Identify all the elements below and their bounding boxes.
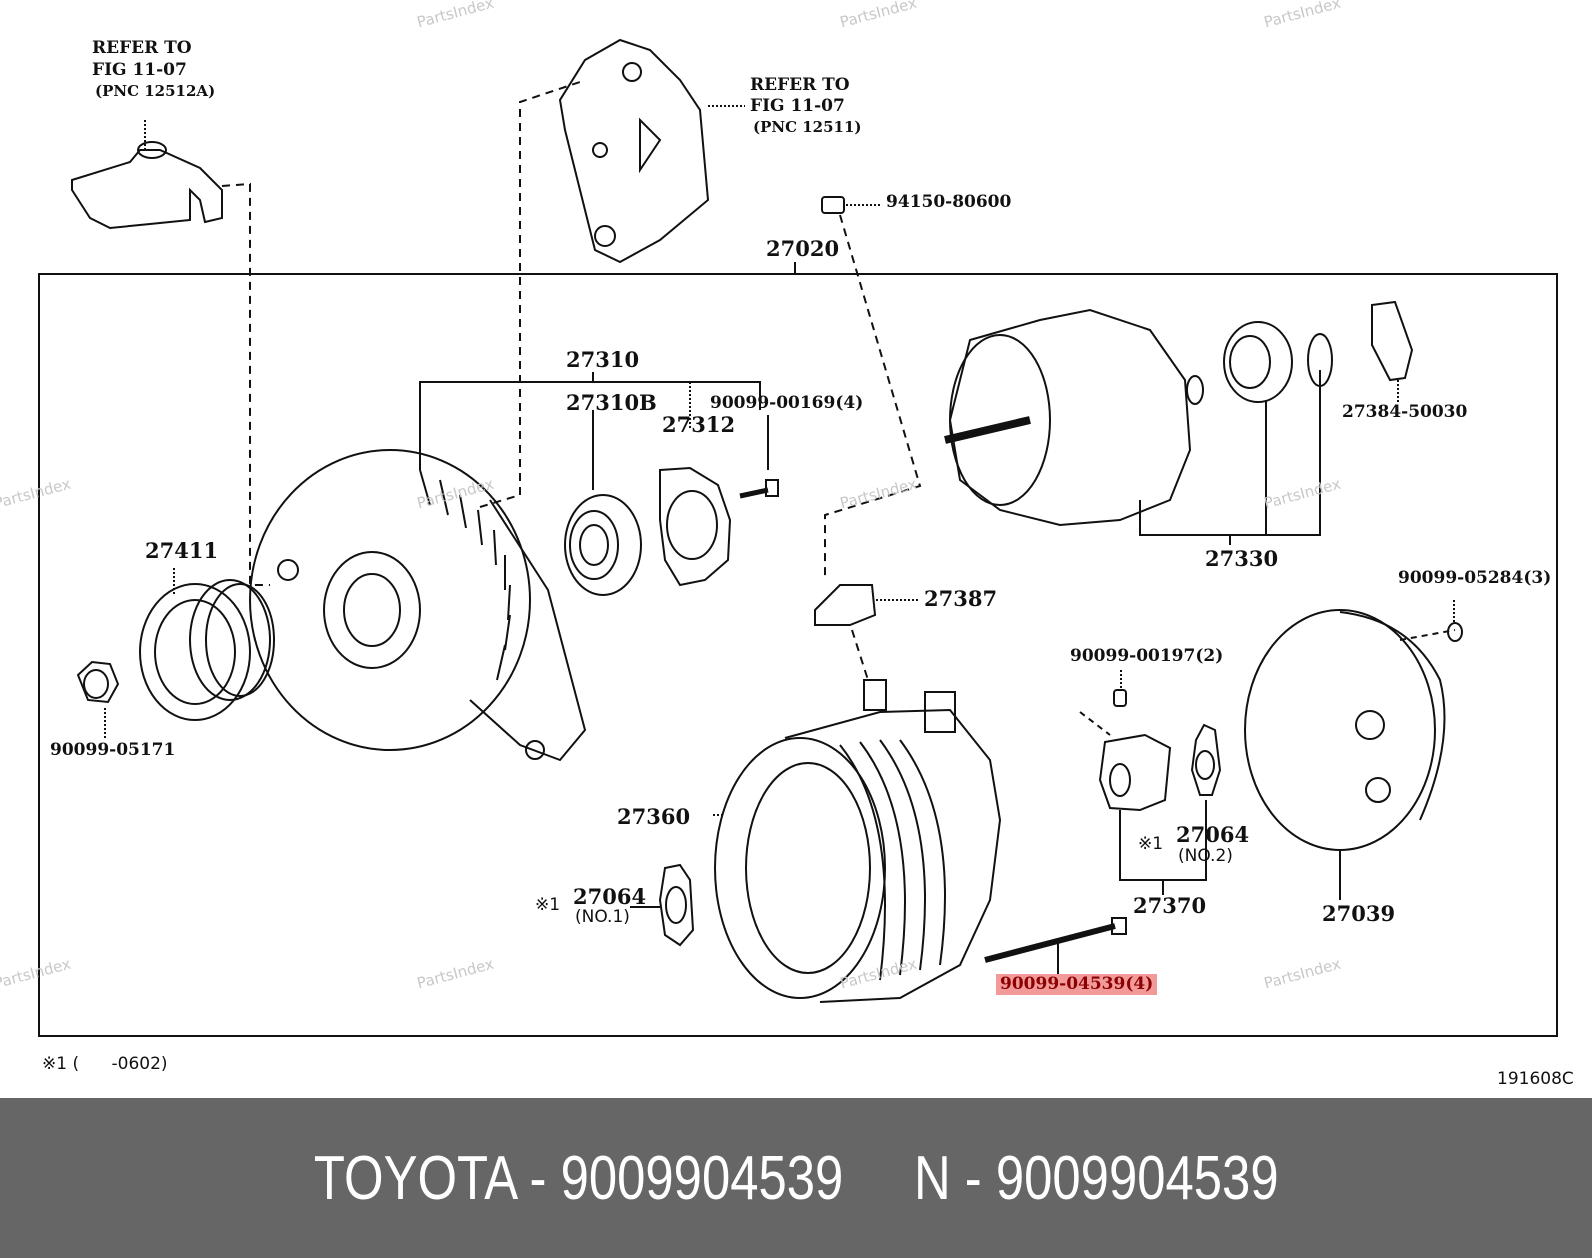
part-label-27310b[interactable]: 27310B xyxy=(566,390,657,415)
part-label-27064-no1[interactable]: 27064 xyxy=(573,884,647,909)
part-label-27064-no2[interactable]: 27064 xyxy=(1176,822,1250,847)
pulley-27411-drawing xyxy=(139,568,275,721)
washer-drawing xyxy=(1307,333,1333,387)
drive-end-frame-drawing xyxy=(249,449,587,762)
brush-holder-27370-drawing xyxy=(1079,670,1207,895)
part-label-90099-00169[interactable]: 90099-00169(4) xyxy=(710,393,864,413)
bearing-27310b-drawing xyxy=(564,494,642,596)
figure-code: 191608C xyxy=(1497,1069,1574,1089)
parts-diagram: PartsIndex PartsIndex PartsIndex PartsIn… xyxy=(0,0,1574,1089)
mark-1-no2: ※1 xyxy=(1138,834,1164,854)
part-label-27039[interactable]: 27039 xyxy=(1322,901,1396,926)
part-label-27330[interactable]: 27330 xyxy=(1205,546,1279,571)
refer-top-line3: (PNC 12511) xyxy=(753,118,862,136)
part-label-27370[interactable]: 27370 xyxy=(1133,893,1207,918)
part-label-27064-no1-sub: (NO.1) xyxy=(575,907,630,927)
part-label-27310[interactable]: 27310 xyxy=(566,347,640,372)
part-label-27411[interactable]: 27411 xyxy=(145,538,219,563)
part-label-27312[interactable]: 27312 xyxy=(662,412,736,437)
part-label-94150-80600[interactable]: 94150-80600 xyxy=(886,192,1012,212)
mark-1-no1: ※1 xyxy=(535,895,561,915)
part-number-title: TOYOTA - 9009904539 N - 9009904539 xyxy=(313,1143,1279,1213)
part-label-27360[interactable]: 27360 xyxy=(617,804,691,829)
insulator-27387-drawing xyxy=(814,584,918,626)
gasket-27064-no1-drawing xyxy=(630,863,695,947)
refer-left-line3: (PNC 12512A) xyxy=(95,82,216,100)
nut-94150-drawing xyxy=(821,196,882,214)
assembly-frame xyxy=(38,273,1558,1037)
refer-top-line1: REFER TO xyxy=(750,75,850,95)
part-label-27387[interactable]: 27387 xyxy=(924,586,998,611)
nut-05171-drawing xyxy=(76,660,120,740)
retainer-27312-drawing xyxy=(659,466,732,587)
dashed-leader-center xyxy=(824,214,922,580)
bracket-top-drawing xyxy=(558,38,745,264)
gasket-27064-no2-drawing xyxy=(1190,723,1222,796)
footnote: ※1 ( -0602) xyxy=(42,1054,168,1074)
rotor-27330-drawing xyxy=(944,308,1321,545)
refer-top-line2[interactable]: FIG 11-07 xyxy=(750,96,845,116)
bearing-rear-drawing xyxy=(1223,321,1293,403)
part-label-90099-05284[interactable]: 90099-05284(3) xyxy=(1398,568,1552,588)
part-label-27064-no2-sub: (NO.2) xyxy=(1178,846,1233,866)
part-label-90099-05171[interactable]: 90099-05171 xyxy=(50,740,176,760)
part-label-90099-00197[interactable]: 90099-00197(2) xyxy=(1070,646,1224,666)
diagram-drawing xyxy=(38,38,1558,1037)
rectifier-frame-27360-drawing xyxy=(713,679,1002,1003)
bracket-27310-group xyxy=(419,381,761,470)
bolt-04539-drawing xyxy=(984,917,1127,978)
assembly-label-27020[interactable]: 27020 xyxy=(766,236,840,261)
part-label-27384-50030[interactable]: 27384-50030 xyxy=(1342,402,1468,422)
cover-27384-drawing xyxy=(1371,300,1414,402)
dashed-leader-left xyxy=(221,182,270,586)
screw-00169-drawing xyxy=(739,479,779,499)
dashed-leader-top xyxy=(519,81,581,495)
part-label-90099-04539-highlighted[interactable]: 90099-04539(4) xyxy=(996,974,1158,995)
bracket-left-drawing xyxy=(71,120,223,230)
refer-left-line1: REFER TO xyxy=(92,38,192,58)
part-number-banner: TOYOTA - 9009904539 N - 9009904539 xyxy=(0,1098,1592,1258)
refer-left-line2[interactable]: FIG 11-07 xyxy=(92,60,187,80)
rear-cover-27039-drawing xyxy=(1244,600,1463,900)
